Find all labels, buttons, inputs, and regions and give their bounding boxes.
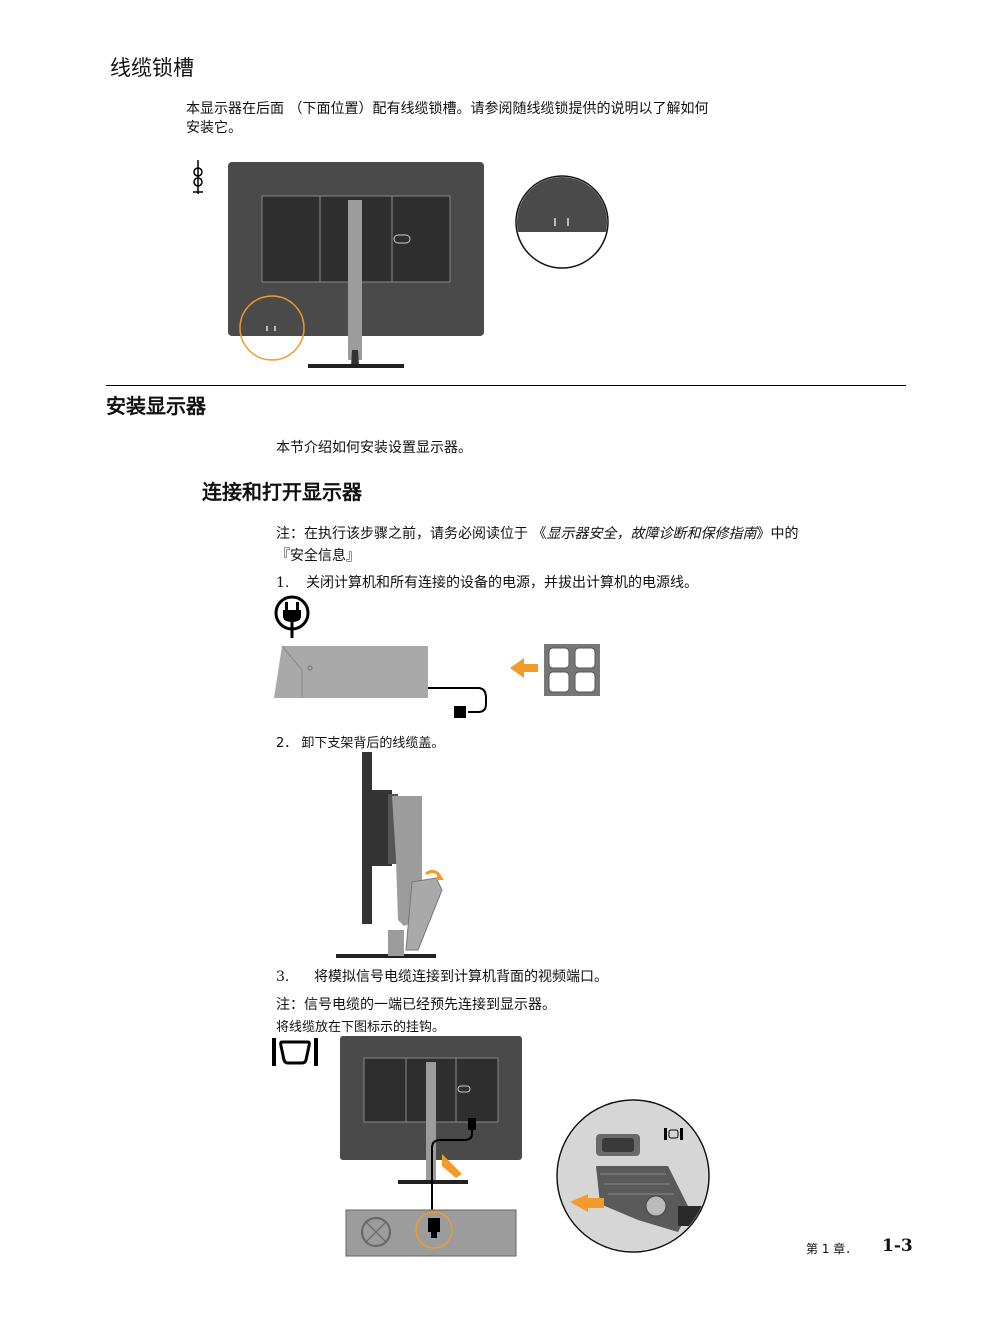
section-divider xyxy=(106,385,906,386)
signal-cable-note: 注：信号电缆的一端已经预先连接到显示器。 xyxy=(276,997,556,1013)
section-title-connect: 连接和打开显示器 xyxy=(202,480,362,504)
unplug-illustration xyxy=(274,644,600,718)
vga-port-icon xyxy=(272,1038,318,1066)
install-intro: 本节介绍如何安装设置显示器。 xyxy=(276,440,472,456)
cable-hook-note: 将线缆放在下图标示的挂钩。 xyxy=(276,1020,446,1035)
section-title-install: 安装显示器 xyxy=(106,394,206,418)
stand-cover-illustration xyxy=(336,752,444,958)
chapter-label: 第 1 章． xyxy=(806,1242,858,1256)
page-number: 1-3 xyxy=(882,1236,913,1256)
cable-lock-paragraph: 本显示器在后面 （下面位置）配有线缆锁槽。请参阅随线缆锁提供的说明以了解如何 安… xyxy=(186,101,709,136)
monitor-back-illustration xyxy=(228,162,609,368)
section-title-cable-lock: 线缆锁槽 xyxy=(110,56,194,80)
step-2: 2． 卸下支架背后的线缆盖。 xyxy=(276,736,445,751)
cable-lock-icon xyxy=(193,160,203,194)
safety-note: 注：在执行该步骤之前，请务必阅读位于 《显示器安全，故障诊断和保修指南》中的 『… xyxy=(276,526,799,564)
step-3: 3.将模拟信号电缆连接到计算机背面的视频端口。 xyxy=(276,969,608,985)
power-plug-icon xyxy=(274,595,310,638)
vga-connect-illustration xyxy=(340,1036,710,1257)
step-1: 1.关闭计算机和所有连接的设备的电源，并拔出计算机的电源线。 xyxy=(276,575,698,591)
